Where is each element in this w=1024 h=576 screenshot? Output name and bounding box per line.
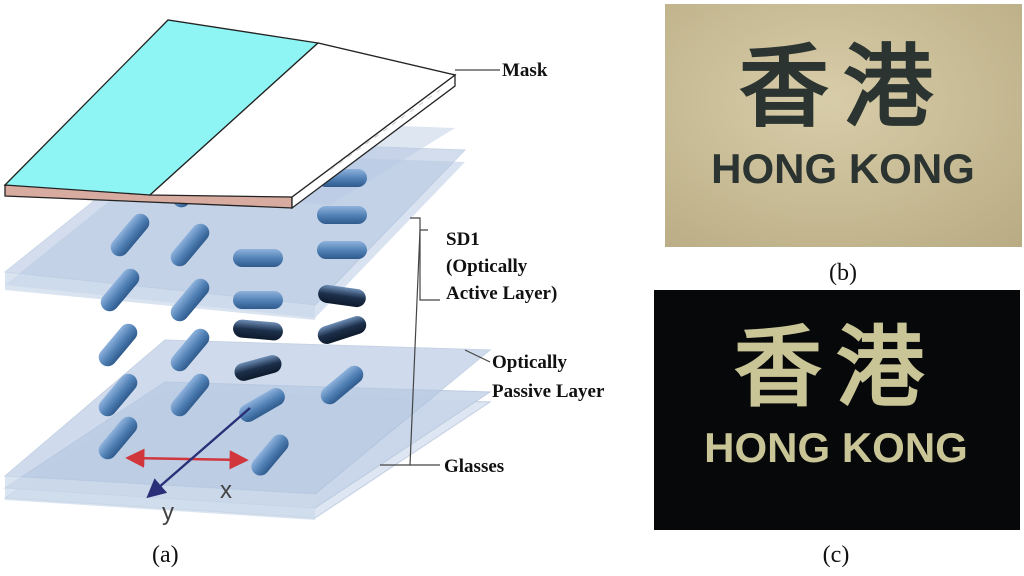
panel-b: 香港 HONG KONG (b): [665, 4, 1022, 286]
panel-b-cjk-text: 香港: [739, 35, 947, 140]
callout-lines: [380, 69, 500, 466]
callout-sd1: [410, 217, 440, 301]
lc-molecule: [100, 268, 140, 312]
lc-molecule: [170, 278, 210, 322]
lc-molecule: [98, 373, 138, 417]
label-passive-line2: Passive Layer: [492, 381, 605, 402]
axis-label-x: x: [220, 477, 232, 504]
lc-molecule: [98, 323, 138, 367]
lc-molecule: [170, 373, 210, 417]
label-mask: Mask: [502, 60, 548, 81]
lc-molecule: [233, 291, 283, 309]
lc-molecule: [233, 319, 283, 341]
panel-b-english-text: HONG KONG: [711, 145, 975, 192]
panel-c-cjk-text: 香港: [734, 316, 938, 419]
callout-glasses: [380, 229, 428, 466]
caption-b: (b): [829, 260, 857, 286]
label-sd1-line1: SD1: [446, 229, 480, 250]
caption-a: (a): [152, 542, 179, 568]
panel-c: 香港 HONG KONG (c): [654, 290, 1020, 568]
mask: [3, 19, 457, 210]
callout-passive: [464, 349, 491, 363]
caption-c: (c): [823, 542, 850, 568]
lc-molecule: [233, 249, 283, 267]
panel-a-labels: Mask SD1 (Optically Active Layer) Optica…: [444, 60, 605, 477]
axes: x y: [125, 407, 251, 526]
lc-molecule: [98, 416, 138, 460]
label-sd1-line2: (Optically: [446, 256, 528, 277]
lc-molecule: [234, 355, 282, 381]
lc-molecule: [317, 206, 367, 224]
axis-label-y: y: [162, 499, 174, 526]
lc-molecule: [251, 434, 289, 476]
lc-molecule: [170, 328, 210, 372]
panel-a: x y Mask SD1 (Optically Active Layer) Op…: [3, 19, 605, 568]
mask-opaque-region: [148, 42, 457, 198]
lc-molecule: [170, 223, 210, 267]
lc-molecule: [320, 365, 364, 405]
panel-b-photo: [665, 4, 1022, 247]
lc-molecule: [318, 284, 366, 308]
label-sd1-line3: Active Layer): [446, 283, 557, 304]
lc-molecule: [110, 213, 150, 257]
lc-molecule: [239, 388, 285, 422]
lc-molecule: [317, 316, 367, 344]
panel-c-photo: [654, 290, 1020, 530]
panel-c-english-text: HONG KONG: [704, 424, 968, 471]
y-axis-arrow: [146, 407, 251, 499]
label-glasses: Glasses: [444, 456, 504, 477]
x-axis-arrow: [125, 448, 249, 470]
label-passive-line1: Optically: [492, 352, 567, 373]
middle-glass-edge: [5, 272, 315, 320]
lc-molecule: [317, 241, 367, 259]
